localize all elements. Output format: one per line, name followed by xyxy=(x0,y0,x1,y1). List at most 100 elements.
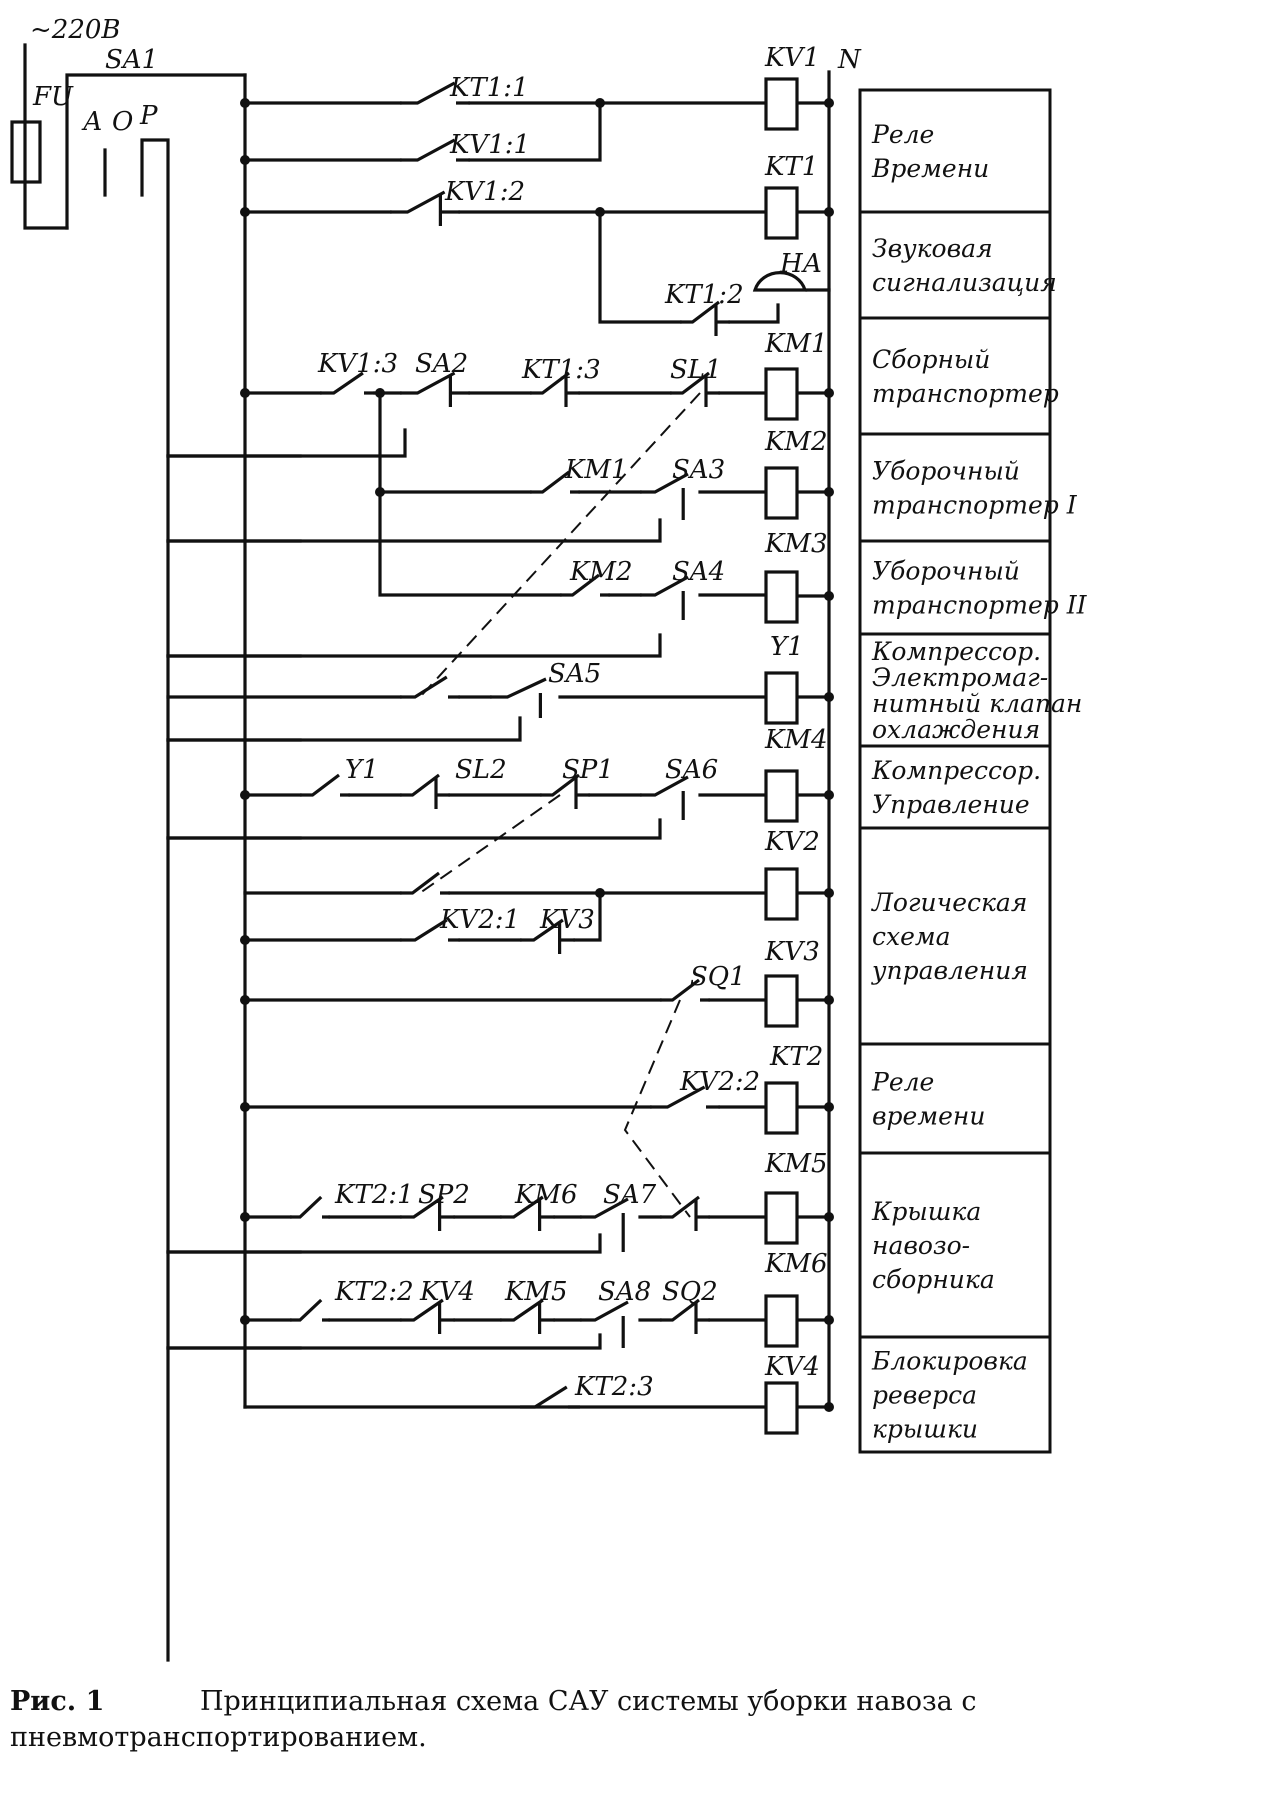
coil-km2 xyxy=(764,466,799,520)
wire xyxy=(598,210,682,324)
coil-kv2 xyxy=(764,867,799,921)
main-switch-label: SA1 xyxy=(105,45,158,75)
function-block-label: Блокировка xyxy=(871,1347,1028,1376)
coil-label: НА xyxy=(779,249,822,279)
junction-dot xyxy=(375,487,385,497)
function-block xyxy=(858,826,1052,1046)
coil-kt2 xyxy=(764,1081,799,1135)
wire xyxy=(378,391,562,597)
function-block-label: навозо- xyxy=(872,1231,970,1260)
normally-open-contact xyxy=(400,871,450,895)
function-block-label: времени xyxy=(872,1102,985,1131)
wire xyxy=(166,818,662,840)
function-block xyxy=(858,1151,1052,1339)
function-block-label: Реле xyxy=(871,120,934,149)
junction-dot xyxy=(240,995,250,1005)
junction-dot xyxy=(240,1315,250,1325)
normally-open-contact xyxy=(400,675,460,699)
switch-position-r: Р xyxy=(139,101,158,131)
function-block-label: нитный клапан xyxy=(872,689,1082,718)
contact-label: KT2:1 xyxy=(334,1180,414,1210)
contact-label: SA3 xyxy=(672,455,725,485)
wiring xyxy=(10,43,834,1662)
function-block xyxy=(858,316,1052,436)
function-block xyxy=(858,432,1052,543)
junction-dot xyxy=(824,1212,834,1222)
coil-km6 xyxy=(764,1294,799,1348)
buzzer-symbol xyxy=(752,270,808,292)
normally-closed-contact xyxy=(670,371,720,407)
function-block-label: Уборочный xyxy=(872,457,1020,486)
contact-label: KM2 xyxy=(569,557,633,587)
contact-label: KM6 xyxy=(514,1180,578,1210)
normally-open-contact xyxy=(520,1385,580,1409)
switch-position-a: А xyxy=(81,107,103,137)
function-block xyxy=(858,539,1052,636)
coil-kv4 xyxy=(764,1381,799,1435)
junction-dot xyxy=(824,790,834,800)
function-block-label: Крышка xyxy=(871,1197,981,1226)
selector-switch-contact xyxy=(580,1300,629,1348)
junction-dot xyxy=(824,388,834,398)
supply-voltage-label: ~220В xyxy=(30,15,121,45)
coil-kv3 xyxy=(764,974,799,1028)
normally-closed-contact xyxy=(680,300,730,336)
contact-label: KT1:3 xyxy=(521,355,601,385)
contact-label: SA5 xyxy=(548,659,601,689)
function-block-label: сигнализация xyxy=(872,268,1057,297)
junction-dot xyxy=(240,1102,250,1112)
coil-label: KM4 xyxy=(764,725,828,755)
coil-label: KV4 xyxy=(764,1352,820,1382)
function-block-label: управления xyxy=(871,956,1028,985)
coil-label: KV2 xyxy=(764,827,820,857)
contact-label: KT2:2 xyxy=(334,1277,414,1307)
normally-closed-contact xyxy=(660,1298,710,1334)
linkage-dashed-line xyxy=(623,999,691,1218)
function-block-label: транспортер I xyxy=(872,491,1078,520)
junction-dot xyxy=(240,388,250,398)
contact-label: SQ2 xyxy=(662,1277,718,1307)
function-block xyxy=(858,632,1052,748)
function-block-label: Уборочный xyxy=(872,557,1020,586)
wire xyxy=(166,1333,602,1350)
normally-closed-contact xyxy=(400,1298,455,1334)
function-block-label: Реле xyxy=(871,1068,934,1097)
coil-kt1 xyxy=(764,186,799,240)
contact-label: KT1:1 xyxy=(449,73,529,103)
wire xyxy=(166,716,522,742)
mechanical-linkages xyxy=(419,392,701,1218)
selector-switch-contact xyxy=(490,677,547,718)
linkage-dashed-line xyxy=(419,794,561,894)
function-block-label: схема xyxy=(872,922,951,951)
caption-figure-number: Рис. 1 xyxy=(10,1686,105,1717)
coil-label: KT1 xyxy=(764,152,818,182)
normally-open-contact xyxy=(530,470,580,494)
normally-open-contact xyxy=(290,1298,330,1322)
normally-open-contact xyxy=(400,138,470,162)
junction-dot xyxy=(240,935,250,945)
normally-closed-contact xyxy=(530,371,580,407)
normally-closed-contact xyxy=(500,1298,555,1334)
neutral-label: N xyxy=(837,45,862,75)
contact-label: SA6 xyxy=(665,755,718,785)
selector-switch-contact xyxy=(640,575,689,620)
junction-dot xyxy=(824,487,834,497)
normally-open-contact xyxy=(320,371,375,395)
switch-position-o: О xyxy=(112,107,133,137)
wire xyxy=(166,518,662,543)
coil-km5 xyxy=(764,1191,799,1245)
contact-label: KV1:1 xyxy=(449,130,530,160)
fuse-label: FU xyxy=(32,82,74,112)
function-blocks: РелеВремениЗвуковаясигнализацияСборныйтр… xyxy=(858,88,1088,1454)
normally-open-contact xyxy=(400,81,470,105)
coil-label: Y1 xyxy=(770,632,804,662)
wire xyxy=(468,101,602,162)
contact-label: SL2 xyxy=(455,755,507,785)
normally-closed-contact xyxy=(540,773,590,809)
function-block-label: транспортер II xyxy=(872,591,1088,620)
contact-label: KV2:2 xyxy=(679,1067,760,1097)
selector-switch-contact xyxy=(640,472,689,520)
normally-closed-contact xyxy=(660,1195,710,1231)
junction-dot xyxy=(824,1402,834,1412)
